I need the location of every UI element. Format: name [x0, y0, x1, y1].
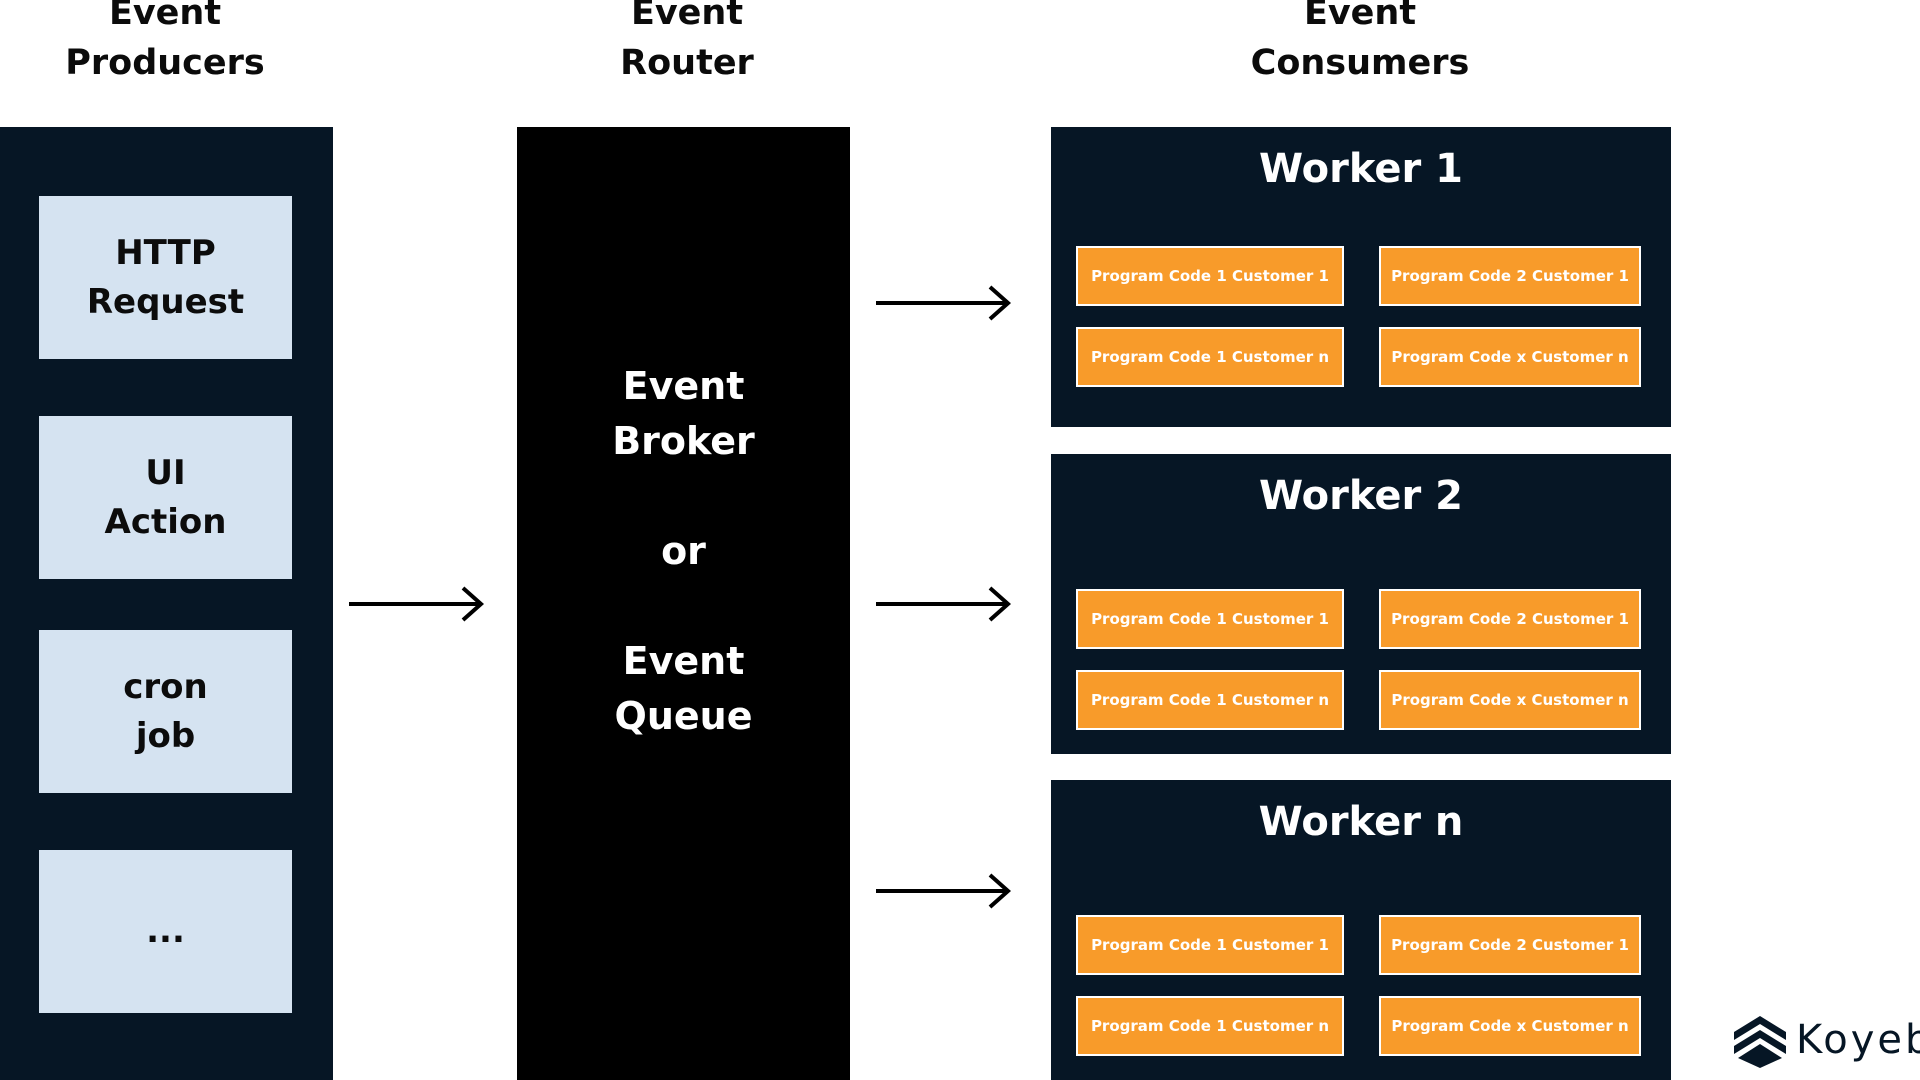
program-box: Program Code 1 Customer 1	[1076, 915, 1344, 975]
heading-event-consumers: Event Consumers	[1250, 0, 1470, 83]
heading-event-router: Event Router	[620, 0, 754, 83]
program-box: Program Code 1 Customer n	[1076, 670, 1344, 730]
koyeb-logo-text: Koyeb	[1796, 1017, 1920, 1063]
producer-http-request: HTTP Request	[39, 196, 292, 359]
program-box: Program Code 1 Customer n	[1076, 996, 1344, 1056]
koyeb-logo-icon	[1734, 1016, 1786, 1068]
program-box: Program Code 2 Customer 1	[1379, 246, 1641, 306]
program-box: Program Code 1 Customer 1	[1076, 246, 1344, 306]
producer-ui-action: UI Action	[39, 416, 292, 579]
koyeb-logo: Koyeb	[1732, 1012, 1920, 1068]
program-box: Program Code x Customer n	[1379, 670, 1641, 730]
program-box: Program Code 1 Customer 1	[1076, 589, 1344, 649]
arrow-to-router-icon	[349, 586, 485, 622]
arrow-to-worker-2-icon	[876, 586, 1012, 622]
producers-panel: HTTP Request UI Action cron job ...	[0, 127, 333, 1080]
program-box: Program Code 1 Customer n	[1076, 327, 1344, 387]
arrow-to-worker-n-icon	[876, 873, 1012, 909]
program-box: Program Code x Customer n	[1379, 327, 1641, 387]
heading-event-producers: Event Producers	[65, 0, 265, 83]
worker-n-panel: Worker n Program Code 1 Customer 1 Progr…	[1051, 780, 1671, 1080]
worker-title: Worker 1	[1258, 146, 1464, 192]
worker-2-panel: Worker 2 Program Code 1 Customer 1 Progr…	[1051, 454, 1671, 754]
arrow-to-worker-1-icon	[876, 285, 1012, 321]
producer-more: ...	[39, 850, 292, 1013]
program-box: Program Code x Customer n	[1379, 996, 1641, 1056]
router-label: Event Broker or Event Queue	[612, 364, 755, 738]
producer-cron-job: cron job	[39, 630, 292, 793]
worker-title: Worker n	[1258, 799, 1464, 845]
program-box: Program Code 2 Customer 1	[1379, 589, 1641, 649]
router-panel: Event Broker or Event Queue	[517, 127, 850, 1080]
worker-title: Worker 2	[1258, 473, 1464, 519]
program-box: Program Code 2 Customer 1	[1379, 915, 1641, 975]
worker-1-panel: Worker 1 Program Code 1 Customer 1 Progr…	[1051, 127, 1671, 427]
